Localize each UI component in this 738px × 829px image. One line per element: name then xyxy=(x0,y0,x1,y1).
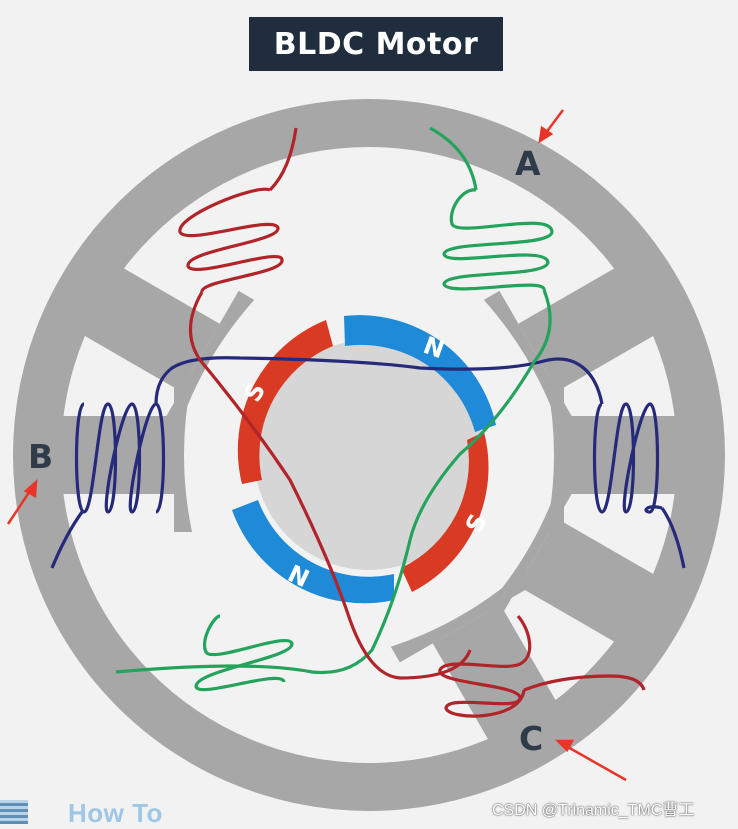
watermark-text: CSDN @Trinamic_TMC曹工 xyxy=(492,802,695,819)
arrow-c-line xyxy=(565,744,627,782)
phase-arrows xyxy=(6,109,627,782)
arrow-b-line xyxy=(6,487,34,525)
arrow-b-head xyxy=(23,478,38,499)
phase-label-a: A xyxy=(515,144,541,183)
arrow-c-head xyxy=(554,739,575,753)
magnet-s-left xyxy=(237,320,333,484)
magnet-n-top xyxy=(344,315,496,432)
howto-logo-icon xyxy=(0,800,28,824)
rotor-core xyxy=(254,340,484,570)
stator-tooth-c-top xyxy=(483,248,688,434)
rotor-magnets xyxy=(232,315,496,604)
stator-tooth-a-bottom xyxy=(483,476,688,662)
phase-b-winding xyxy=(50,356,686,569)
stator-tooth-left xyxy=(24,378,192,532)
phase-c-winding xyxy=(178,127,646,718)
phase-label-c: C xyxy=(519,719,544,758)
phase-label-b: B xyxy=(28,437,54,476)
magnet-n-bottom xyxy=(232,500,394,604)
magnet-s-right xyxy=(401,432,489,592)
arrow-a-line xyxy=(544,109,564,135)
phase-a-winding xyxy=(115,126,554,692)
arrow-a-head xyxy=(538,125,554,144)
title-banner: BLDC Motor xyxy=(249,17,503,71)
howto-text: How To xyxy=(68,798,163,828)
page-title: BLDC Motor xyxy=(273,26,479,62)
